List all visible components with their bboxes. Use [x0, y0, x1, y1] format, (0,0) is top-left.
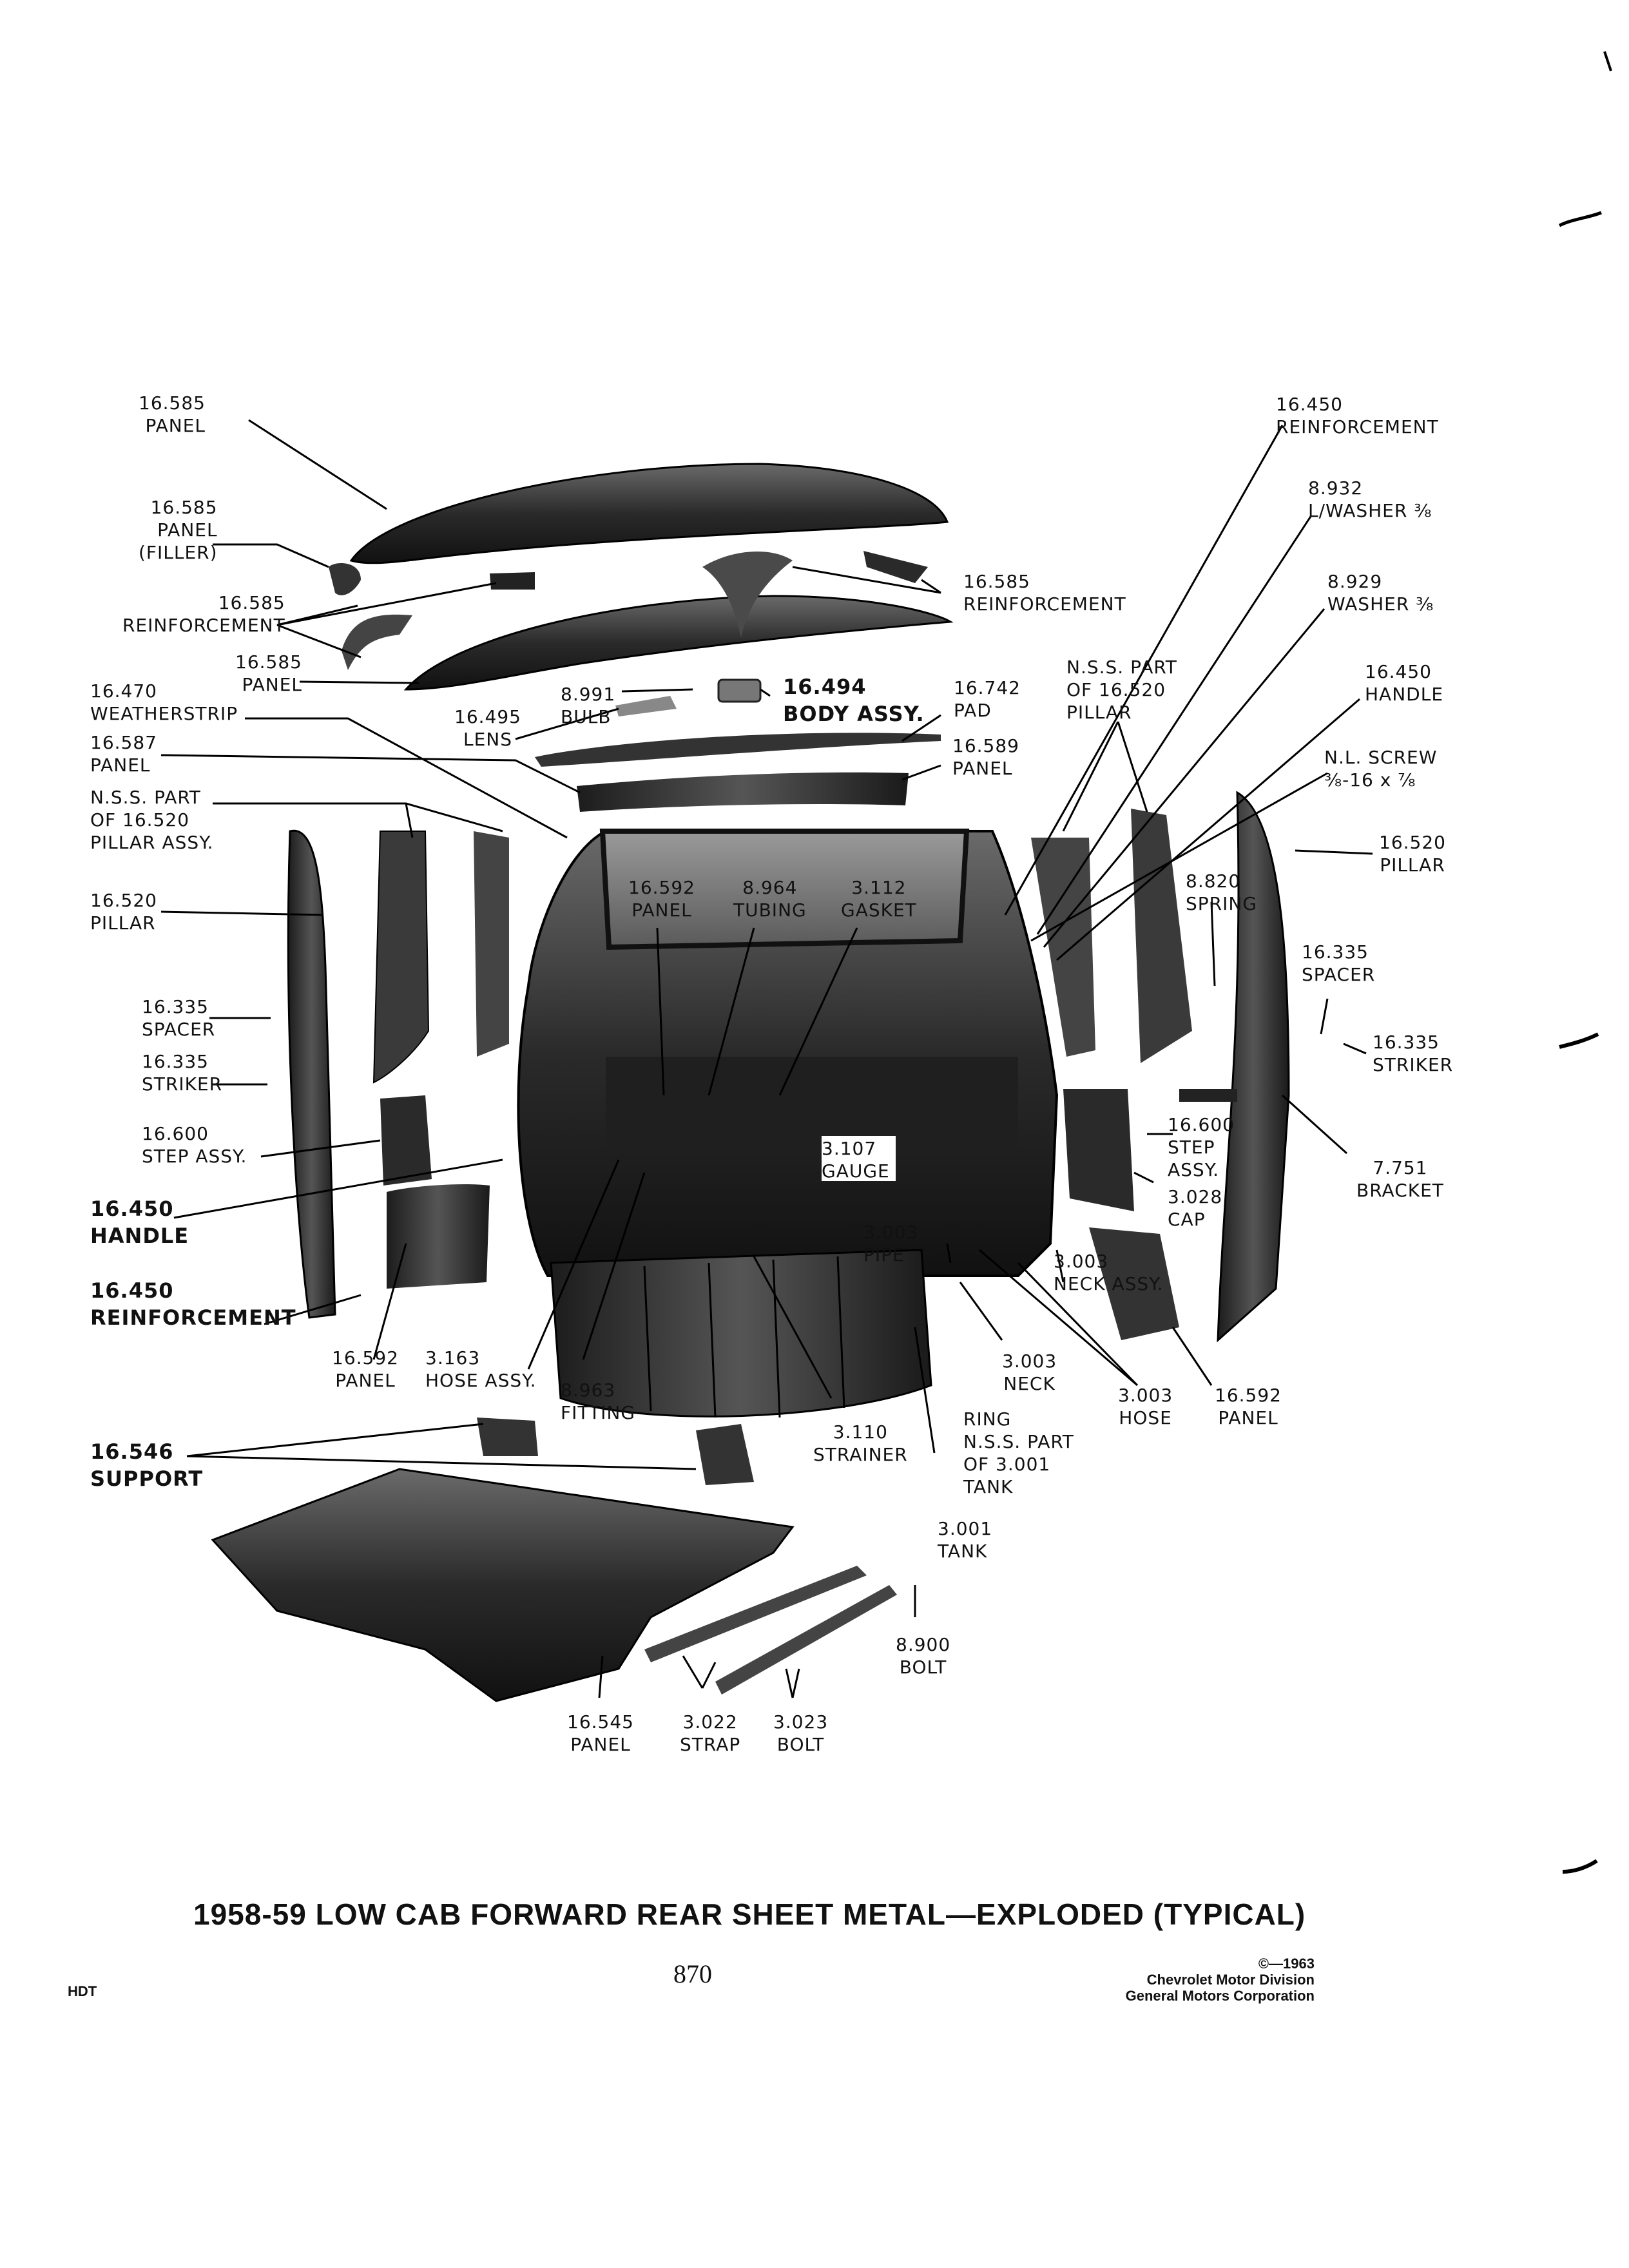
pad [535, 733, 941, 767]
copyright-division: Chevrolet Motor Division [1146, 1972, 1315, 1988]
reinforcement-left [342, 614, 412, 670]
page-title: 1958-59 LOW CAB FORWARD REAR SHEET METAL… [193, 1898, 1306, 1931]
right-step [1063, 1089, 1134, 1211]
scan-mark-d [1603, 51, 1612, 72]
roof-panel [349, 463, 949, 564]
left-pillar [287, 829, 336, 1319]
roof-filler [329, 563, 361, 595]
back-window-glass [599, 829, 970, 950]
right-pillar-part [1031, 838, 1095, 1057]
copyright-block: ©—1963 Chevrolet Motor Division General … [1063, 1956, 1315, 2004]
leader-lines [160, 419, 1373, 1698]
scan-mark-c [1562, 1859, 1598, 1874]
support-left [477, 1418, 538, 1456]
bracket-751 [1179, 1089, 1237, 1102]
floor-panel [211, 1468, 795, 1702]
footer-code: HDT [68, 1983, 97, 1999]
dome-lamp-lens [615, 696, 677, 716]
dome-lamp-body [717, 678, 762, 703]
left-inner-pillar [372, 831, 430, 1084]
roof-inner-panel [403, 595, 954, 691]
left-pillar-part [474, 831, 509, 1057]
copyright-year: ©—1963 [1258, 1956, 1315, 1972]
right-rear-panel [1089, 1227, 1179, 1340]
window-opening-frame [606, 1057, 1018, 1153]
scan-mark-b [1559, 1032, 1599, 1049]
scan-mark-a [1558, 211, 1602, 227]
roof-crossbrace [702, 552, 793, 638]
reinforcement-small-b [863, 551, 928, 583]
rear-upper-panel [577, 772, 909, 812]
strap-b [715, 1585, 897, 1695]
gauge-label-box [822, 1136, 896, 1181]
right-pillar [1217, 791, 1290, 1343]
left-handle-reinf [387, 1184, 490, 1289]
reinforcement-small-a [490, 572, 535, 590]
left-step [380, 1095, 432, 1186]
right-inner-pillar [1131, 809, 1192, 1063]
support-right [696, 1424, 754, 1485]
strap-a [644, 1566, 867, 1662]
copyright-corporation: General Motors Corporation [1125, 1988, 1315, 2004]
page-number: 870 [673, 1959, 712, 1988]
